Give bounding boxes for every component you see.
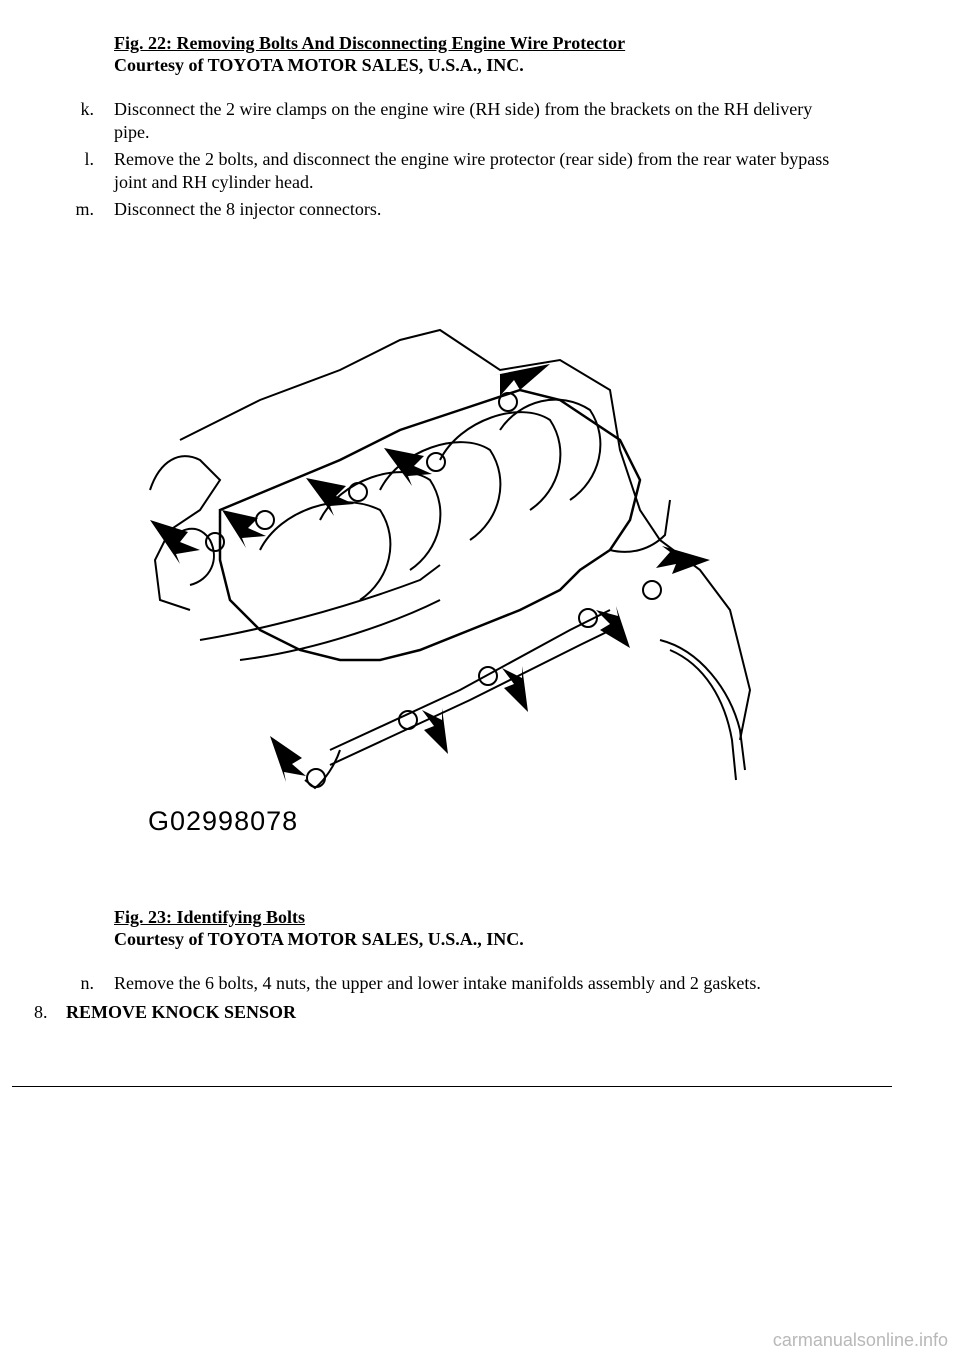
fig23-title: Fig. 23: Identifying Bolts bbox=[114, 907, 306, 927]
step-k-label: k. bbox=[80, 99, 95, 119]
step-k: k. Disconnect the 2 wire clamps on the e… bbox=[54, 98, 914, 144]
step-l-label: l. bbox=[84, 149, 94, 169]
section-number: 8. bbox=[34, 1002, 48, 1022]
step-n-text: Remove the 6 bolts, 4 nuts, the upper an… bbox=[114, 973, 761, 993]
section-title: REMOVE KNOCK SENSOR bbox=[66, 1002, 297, 1022]
step-k-text: Disconnect the 2 wire clamps on the engi… bbox=[114, 99, 813, 119]
step-l: l. Remove the 2 bolts, and disconnect th… bbox=[54, 148, 914, 194]
step-m-text: Disconnect the 8 injector connectors. bbox=[114, 199, 382, 219]
intake-manifold-illustration bbox=[149, 328, 752, 790]
page-divider bbox=[12, 1086, 892, 1087]
figure-code: G02998078 bbox=[148, 806, 299, 836]
step-m-label: m. bbox=[75, 199, 94, 219]
fig23-courtesy: Courtesy of TOYOTA MOTOR SALES, U.S.A., … bbox=[114, 929, 524, 949]
watermark: carmanualsonline.info bbox=[772, 1330, 948, 1350]
fig22-title: Fig. 22: Removing Bolts And Disconnectin… bbox=[114, 33, 626, 53]
step-n-label: n. bbox=[80, 973, 95, 993]
section-8: 8. REMOVE KNOCK SENSOR bbox=[22, 1001, 622, 1024]
step-l-text: Remove the 2 bolts, and disconnect the e… bbox=[114, 149, 830, 169]
step-l-text-cont: joint and RH cylinder head. bbox=[114, 172, 314, 192]
step-n: n. Remove the 6 bolts, 4 nuts, the upper… bbox=[54, 972, 914, 995]
step-k-text-cont: pipe. bbox=[114, 122, 150, 142]
step-m: m. Disconnect the 8 injector connectors. bbox=[54, 198, 914, 221]
fig22-courtesy: Courtesy of TOYOTA MOTOR SALES, U.S.A., … bbox=[114, 55, 524, 75]
arrow-markers bbox=[150, 364, 710, 782]
